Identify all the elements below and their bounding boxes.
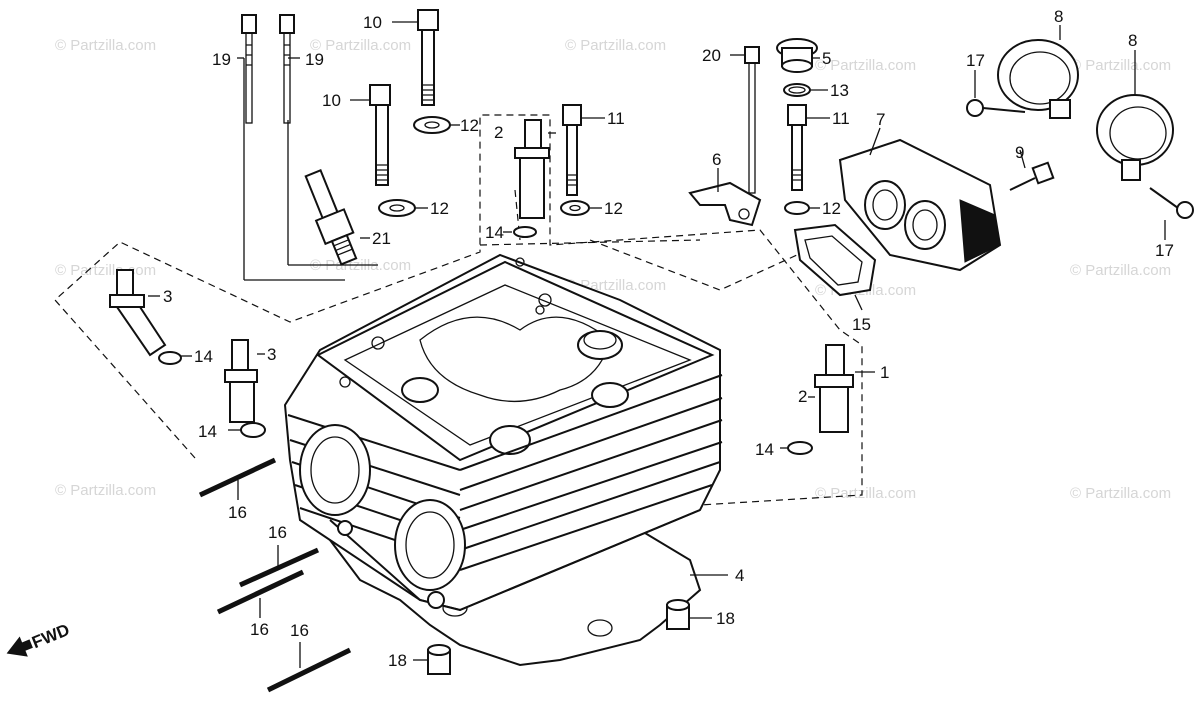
screw-17-a (966, 99, 1026, 117)
cylinder-head (283, 253, 723, 667)
leader-lines (148, 21, 1166, 668)
callout-17: 17 (1155, 241, 1174, 260)
callout-18: 18 (716, 609, 735, 628)
watermark-text: © Partzilla.com (565, 37, 666, 54)
watermark-text: © Partzilla.com (310, 37, 411, 54)
watermark-text: © Partzilla.com (815, 485, 916, 502)
washer-12 (784, 201, 810, 215)
bolt-10-b (369, 84, 391, 186)
callout-2: 2 (798, 387, 807, 406)
bolt-11-a (562, 104, 582, 196)
watermark-text: © Partzilla.com (1070, 262, 1171, 279)
callout-14: 14 (755, 440, 774, 459)
watermark-text: © Partzilla.com (55, 262, 156, 279)
guide-3-b (224, 339, 258, 423)
holder-7 (838, 138, 1002, 272)
o-ring-14 (513, 226, 537, 238)
stud-16-b (238, 547, 320, 588)
o-ring-14 (240, 422, 266, 438)
callout-3: 3 (267, 345, 276, 364)
callout-19: 19 (212, 50, 231, 69)
stud-16-d (266, 647, 352, 693)
callout-21: 21 (372, 229, 391, 248)
bolt-11-b (787, 104, 807, 191)
guide-2-a (514, 119, 550, 219)
callout-16: 16 (250, 620, 269, 639)
forward-direction-indicator: FWD (6, 620, 72, 657)
callout-16: 16 (228, 503, 247, 522)
callout-9: 9 (1015, 143, 1024, 162)
watermark-text: © Partzilla.com (55, 37, 156, 54)
o-ring-13 (783, 83, 811, 97)
bracket-6 (688, 181, 762, 227)
callout-1: 1 (880, 363, 889, 382)
callout-18: 18 (388, 651, 407, 670)
washer-12 (413, 116, 451, 134)
callout-11: 11 (832, 109, 850, 128)
guide-2-b (814, 344, 854, 433)
cap-5 (776, 38, 818, 73)
bolt-19-b (279, 14, 295, 124)
callout-11: 11 (607, 109, 625, 128)
bolt-19-a (241, 14, 257, 124)
watermark-text: © Partzilla.com (1070, 485, 1171, 502)
callout-5: 5 (822, 49, 831, 68)
callout-10: 10 (363, 13, 382, 32)
callout-16: 16 (268, 523, 287, 542)
bolt-10-a (417, 9, 439, 106)
watermark-text: © Partzilla.com (815, 57, 916, 74)
callout-12: 12 (604, 199, 623, 218)
spark-plug-21 (304, 168, 358, 266)
callout-12: 12 (430, 199, 449, 218)
callouts: 19 19 10 10 12 12 12 12 2 2 11 11 20 5 1… (163, 7, 1174, 670)
o-ring-14 (158, 351, 182, 365)
watermark-text: © Partzilla.com (1070, 57, 1171, 74)
dowel-18-a (666, 599, 690, 630)
callout-2: 2 (494, 123, 503, 142)
callout-19: 19 (305, 50, 324, 69)
screw-9 (1009, 161, 1055, 191)
direction-label: FWD (29, 620, 72, 652)
callout-7: 7 (876, 110, 885, 129)
callout-13: 13 (830, 81, 849, 100)
callout-6: 6 (712, 150, 721, 169)
clamp-8-a (997, 39, 1079, 119)
washer-12 (378, 199, 416, 217)
callout-14: 14 (485, 223, 504, 242)
screw-17-b (1149, 187, 1194, 219)
watermark-text: © Partzilla.com (55, 482, 156, 499)
forward-arrow-icon (6, 636, 33, 657)
guide-3-a (109, 269, 167, 357)
callout-14: 14 (198, 422, 217, 441)
callout-20: 20 (702, 46, 721, 65)
callout-12: 12 (460, 116, 479, 135)
callout-17: 17 (966, 51, 985, 70)
callout-14: 14 (194, 347, 213, 366)
callout-4: 4 (735, 566, 744, 585)
o-ring-14 (787, 441, 813, 455)
washer-12 (560, 200, 590, 216)
callout-8: 8 (1128, 31, 1137, 50)
small-parts (109, 9, 1194, 693)
stud-16-c (216, 569, 305, 615)
gasket-15 (793, 223, 877, 297)
dowel-18-b (427, 644, 451, 675)
callout-8: 8 (1054, 7, 1063, 26)
clamp-8-b (1096, 94, 1174, 181)
callout-10: 10 (322, 91, 341, 110)
stud-16-a (198, 457, 277, 498)
callout-16: 16 (290, 621, 309, 640)
bolt-20 (744, 46, 760, 194)
callout-15: 15 (852, 315, 871, 334)
callout-12: 12 (822, 199, 841, 218)
callout-3: 3 (163, 287, 172, 306)
